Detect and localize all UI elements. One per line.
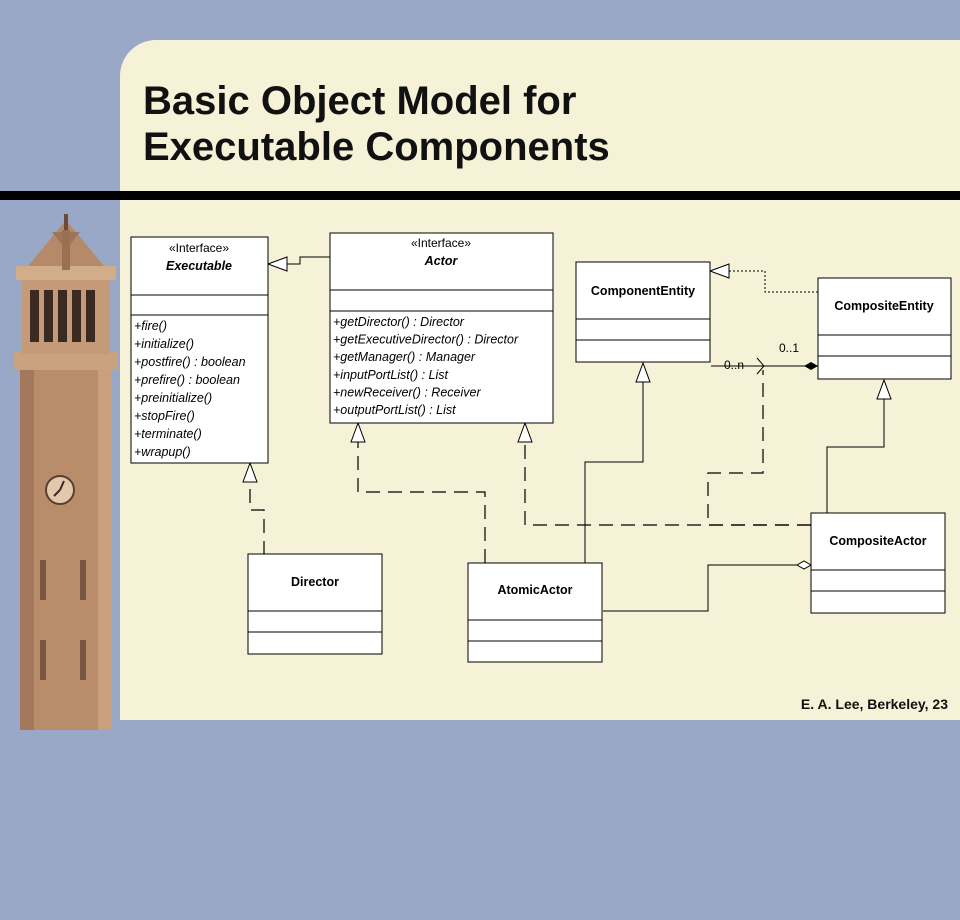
slide: Basic Object Model for Executable Compon… <box>0 40 960 730</box>
actor-name: Actor <box>424 254 459 268</box>
componententity-arrowhead <box>635 361 651 383</box>
executable-methods: +fire() +initialize() +postfire() : boolea… <box>134 319 246 459</box>
compositeentity-class: CompositeEntity <box>817 277 952 380</box>
slide-title: Basic Object Model for Executable Compon… <box>143 78 610 170</box>
slide-footer: E. A. Lee, Berkeley, 23 <box>800 696 948 712</box>
executable-method-6: +terminate() <box>134 427 202 441</box>
compositeactor-name: CompositeActor <box>829 534 926 548</box>
executable-method-1: +initialize() <box>134 337 194 351</box>
aggregation-line <box>603 564 804 612</box>
executable-bottom-arrowhead <box>242 461 258 483</box>
atomicactor-implements-actor-line <box>357 442 486 563</box>
connectors: 0..n 0..1 <box>242 256 892 612</box>
actor-method-5: +outputPortList() : List <box>333 403 456 417</box>
director-implements-executable-line <box>249 482 265 555</box>
director-class: Director <box>247 553 383 655</box>
actor-left-arrowhead <box>350 421 366 443</box>
open-arrowhead-many <box>756 357 765 375</box>
title-line-2: Executable Components <box>143 125 610 169</box>
executable-class: «Interface» Executable +fire() +initializ… <box>130 236 269 464</box>
multiplicity-many: 0..n <box>724 358 744 372</box>
actor-right-arrowhead <box>517 421 533 443</box>
executable-method-0: +fire() <box>134 319 167 333</box>
multiplicity-one: 0..1 <box>779 341 799 355</box>
compositeentity-name: CompositeEntity <box>834 299 933 313</box>
actor-method-2: +getManager() : Manager <box>333 350 476 364</box>
actor-method-4: +newReceiver() : Receiver <box>333 385 481 399</box>
actor-stereotype: «Interface» <box>411 236 471 250</box>
compositeactor-extends-compositeentity-line <box>826 399 885 513</box>
compositeentity-extends-componententity-line <box>729 270 818 293</box>
componententity-name: ComponentEntity <box>591 284 695 298</box>
title-line-1: Basic Object Model for <box>143 79 577 123</box>
actor-method-1: +getExecutiveDirector() : Director <box>333 333 519 347</box>
actor-method-0: +getDirector() : Director <box>333 315 465 329</box>
executable-name: Executable <box>166 259 232 273</box>
atomicactor-extends-componententity-line <box>584 382 644 563</box>
atomicactor-name: AtomicActor <box>497 583 572 597</box>
title-rule <box>0 191 960 200</box>
actor-methods: +getDirector() : Director +getExecutiveDi… <box>333 315 519 417</box>
composition-diamond <box>804 362 818 370</box>
atomicactor-class: AtomicActor <box>467 562 603 663</box>
executable-arrowhead <box>266 256 288 272</box>
director-name: Director <box>291 575 339 589</box>
componententity-class: ComponentEntity <box>575 261 711 363</box>
actor-class: «Interface» Actor +getDirector() : Direc… <box>329 232 554 424</box>
executable-method-7: +wrapup() <box>134 445 191 459</box>
campanile-tower-image <box>14 214 118 730</box>
compositeactor-implements-actor-line <box>524 442 811 526</box>
actor-extends-executable-line <box>287 256 330 265</box>
executable-method-3: +prefire() : boolean <box>134 373 240 387</box>
uml-class-diagram: 0..n 0..1 «Interface» Executable +fire()… <box>130 232 952 663</box>
aggregation-diamond <box>795 560 813 570</box>
executable-stereotype: «Interface» <box>169 241 229 255</box>
executable-method-5: +stopFire() <box>134 409 195 423</box>
executable-method-4: +preinitialize() <box>134 391 212 405</box>
compositeactor-class: CompositeActor <box>810 512 946 614</box>
compositeentity-arrowhead <box>876 378 892 400</box>
componententity-right-arrowhead <box>708 263 730 279</box>
actor-method-3: +inputPortList() : List <box>333 368 449 382</box>
compositeactor-container-dashed-line <box>707 370 811 526</box>
executable-method-2: +postfire() : boolean <box>134 355 246 369</box>
